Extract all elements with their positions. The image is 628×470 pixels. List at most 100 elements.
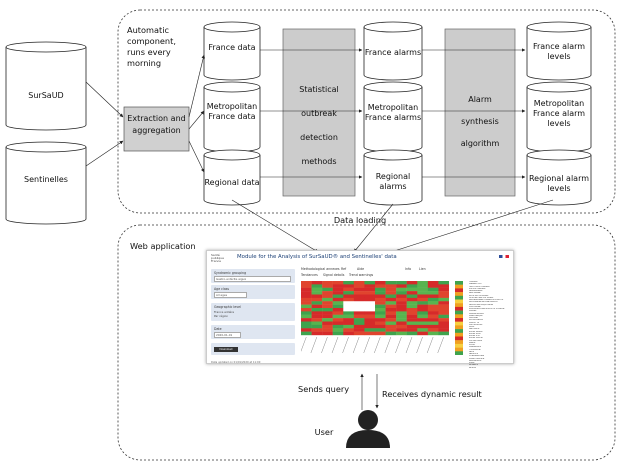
heatmap-cell xyxy=(343,297,355,302)
heatmap-cell xyxy=(332,304,344,309)
heatmap-cell xyxy=(364,287,376,292)
heatmap-cell xyxy=(438,331,449,336)
heatmap-cell xyxy=(353,321,365,326)
heatmap-cell xyxy=(364,331,376,336)
syndrome-select[interactable]: Gastro-entérite aiguë xyxy=(214,276,291,282)
metro-alarms-label: Metropolitan France alarms xyxy=(364,103,422,122)
extraction-label: Extraction and aggregation xyxy=(127,114,186,135)
menu-item-info[interactable]: Info xyxy=(405,267,412,271)
heatmap-cell xyxy=(375,291,386,295)
region-list-item: LYON xyxy=(469,344,475,346)
panel-geo: Geographic level France entière Par régi… xyxy=(211,303,295,321)
panel-syndrome: Syndromic grouping Gastro-entérite aiguë xyxy=(211,269,295,283)
heatmap-cell xyxy=(375,328,386,332)
heatmap-cell xyxy=(406,284,418,288)
heatmap-cell xyxy=(396,311,407,315)
level-color-cell xyxy=(455,336,463,341)
heatmap-cell xyxy=(322,304,333,309)
heatmap-axis-tick xyxy=(352,336,360,354)
france-alarms-label: France alarms xyxy=(364,48,422,57)
france-data-cylinder xyxy=(203,21,261,81)
menu-item-aide[interactable]: Aide xyxy=(357,267,365,271)
sentinelles-cylinder xyxy=(5,141,87,225)
level-color-cell xyxy=(455,299,463,304)
metro-data-label: Metropolitan France data xyxy=(206,102,258,121)
heatmap-cell xyxy=(343,314,355,319)
france-data-label: France data xyxy=(208,43,256,52)
heatmap-cell xyxy=(353,304,365,309)
region-list-item: TOULOUSE xyxy=(469,348,481,351)
heatmap-cell xyxy=(417,291,429,295)
heatmap-cell xyxy=(417,321,429,326)
heatmap-cell xyxy=(406,308,418,312)
heatmap-cell xyxy=(385,328,397,332)
heatmap-cell xyxy=(311,291,323,295)
heatmap-cell xyxy=(311,294,323,299)
heatmap-cell xyxy=(301,294,312,299)
menu-item-annexes[interactable]: Methodological annexes xyxy=(301,267,340,271)
region-list-item: BRETAGNE xyxy=(469,292,481,295)
heatmap-cell xyxy=(385,318,397,322)
heatmap-cell xyxy=(396,331,407,336)
heatmap-cell xyxy=(322,328,333,332)
menu-item-ref[interactable]: Ref xyxy=(341,267,347,271)
geo-radio-france[interactable]: France entière xyxy=(214,310,235,314)
heatmap-cell xyxy=(375,308,386,312)
region-list-item: MARTINIQUE xyxy=(469,314,483,317)
alarm-synthesis-box xyxy=(444,28,516,197)
region-list-item: LILLE xyxy=(469,362,475,364)
heatmap-cell xyxy=(322,287,333,292)
panel-age: Age class All ages xyxy=(211,285,295,299)
region-list-item: NANTES xyxy=(469,353,478,355)
level-color-cell xyxy=(455,284,463,289)
heatmap-cell xyxy=(427,284,439,288)
submenu-tendances[interactable]: Tendances xyxy=(301,273,318,277)
heatmap-cell xyxy=(364,324,376,329)
region-list-item: LA RÉUNION xyxy=(469,319,483,322)
heatmap-cell xyxy=(406,301,418,305)
heatmap-cell xyxy=(343,331,355,336)
download-button[interactable]: Download xyxy=(214,347,238,352)
heatmap-cell xyxy=(364,284,376,288)
region-list-item: GUADELOUPE xyxy=(469,312,485,315)
heatmap-axis-tick xyxy=(331,336,339,354)
heatmap-cell xyxy=(438,284,449,288)
heatmap-cell xyxy=(417,311,429,315)
heatmap-cell xyxy=(375,284,386,288)
heatmap-cell xyxy=(385,314,397,319)
heatmap-cell xyxy=(427,281,439,285)
heatmap-cell xyxy=(385,287,397,292)
heatmap-cell xyxy=(438,294,449,299)
side-panel: Syndromic grouping Gastro-entérite aiguë… xyxy=(211,267,295,359)
geo-radio-region[interactable]: Par région xyxy=(214,314,229,318)
heatmap-axis-tick xyxy=(301,336,307,352)
date-input[interactable]: 2020-01-01 xyxy=(214,332,241,338)
heatmap-cell xyxy=(385,301,397,305)
heatmap-cell xyxy=(427,291,439,295)
region-list-item: ZONE OUEST xyxy=(469,337,484,340)
heatmap-cell xyxy=(417,287,429,292)
heatmap-cell xyxy=(417,301,429,305)
region-list-item: RENNES xyxy=(469,364,478,367)
web-app-screenshot: Santé publique France Module for the Ana… xyxy=(206,250,514,368)
region-list-item: MONTPELLIER xyxy=(469,357,485,360)
france-levels-label: France alarm levels xyxy=(532,42,586,61)
heatmap-cell xyxy=(364,311,376,315)
heatmap-cell xyxy=(406,331,418,336)
age-select[interactable]: All ages xyxy=(214,292,247,298)
heatmap-cell xyxy=(438,304,449,309)
heatmap-cell xyxy=(396,314,407,319)
heatmap-cell xyxy=(396,328,407,332)
heatmap-cell xyxy=(322,318,333,322)
heatmap-cell xyxy=(406,311,418,315)
submenu-signal[interactable]: Signal details xyxy=(323,273,345,277)
heatmap-cell xyxy=(375,314,386,319)
heatmap-cell xyxy=(332,328,344,332)
menu-item-lien[interactable]: Lien xyxy=(419,267,426,271)
submenu-trend[interactable]: Trend warnings xyxy=(349,273,374,277)
heatmap-cell xyxy=(406,328,418,332)
panel-download: Download xyxy=(211,343,295,355)
heatmap-cell xyxy=(332,311,344,315)
heatmap-cell xyxy=(375,281,386,285)
